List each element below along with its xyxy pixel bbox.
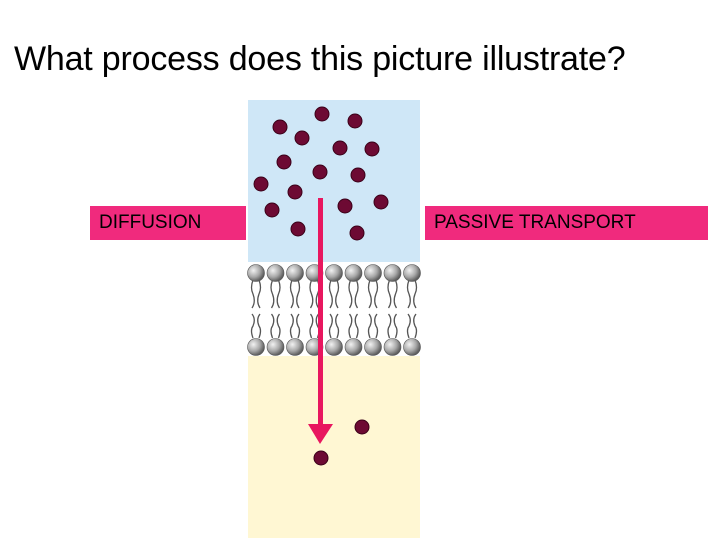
lipid-tail	[335, 313, 340, 339]
lipid-tail	[367, 313, 372, 339]
molecules	[253, 106, 389, 466]
phospholipid-head	[383, 338, 402, 356]
lipid-tail	[413, 279, 418, 309]
lipid-tail	[348, 313, 353, 339]
lipid-tail	[387, 279, 392, 309]
lipid-tail	[393, 313, 398, 339]
molecule-icon	[314, 106, 330, 122]
molecule-icon	[332, 140, 348, 156]
molecule-icon	[354, 419, 370, 435]
lipid-tail	[354, 313, 359, 339]
phospholipid-head	[266, 338, 285, 356]
lipid-tail	[250, 313, 255, 339]
inside-region	[248, 356, 420, 538]
lipid-tail	[328, 313, 333, 339]
molecule-icon	[287, 184, 303, 200]
molecule-icon	[276, 154, 292, 170]
molecule-icon	[347, 113, 363, 129]
phospholipid-head	[286, 338, 304, 356]
down-arrow-icon	[308, 198, 333, 444]
lipid-tail	[276, 279, 281, 309]
lipid-tail	[387, 313, 392, 339]
diffusion-label: DIFFUSION	[90, 206, 246, 240]
molecule-icon	[364, 141, 380, 157]
lipid-tail	[296, 313, 301, 339]
lipid-tail	[393, 279, 398, 309]
molecule-icon	[253, 176, 269, 192]
lipid-tail	[270, 313, 275, 339]
lipid-tail	[309, 313, 314, 339]
phospholipid-head	[325, 338, 343, 356]
molecule-icon	[290, 221, 306, 237]
question-title: What process does this picture illustrat…	[14, 40, 626, 78]
molecule-icon	[349, 225, 365, 241]
molecule-icon	[373, 194, 389, 210]
phospholipid-head	[344, 338, 363, 356]
lipid-tail	[257, 279, 262, 309]
lipid-tail	[367, 279, 372, 309]
molecule-icon	[350, 167, 366, 183]
phospholipid-head	[403, 264, 421, 282]
molecule-icon	[313, 450, 329, 466]
lipid-tail	[374, 279, 379, 309]
lipid-tail	[413, 313, 418, 339]
phospholipid-head	[344, 264, 363, 282]
phospholipid-head	[266, 264, 285, 282]
lipid-tail	[328, 279, 333, 309]
lipid-tail	[257, 313, 262, 339]
lipid-tail	[406, 313, 411, 339]
lipid-tail	[406, 279, 411, 309]
phospholipid-head	[247, 264, 265, 282]
molecule-icon	[272, 119, 288, 135]
phospholipid-head	[403, 338, 421, 356]
lipid-tail	[374, 313, 379, 339]
lipid-tail	[289, 279, 294, 309]
lipid-tail	[335, 279, 340, 309]
phospholipid-head	[247, 338, 265, 356]
lipid-tail	[289, 313, 294, 339]
phospholipid-head	[286, 264, 304, 282]
molecule-icon	[337, 198, 353, 214]
lipid-tail	[250, 279, 255, 309]
lipid-tail	[276, 313, 281, 339]
molecule-icon	[294, 130, 310, 146]
lipid-tail	[270, 279, 275, 309]
lipid-tail	[348, 279, 353, 309]
phospholipid-head	[325, 264, 343, 282]
lipid-tail	[309, 279, 314, 309]
phospholipid-head	[383, 264, 402, 282]
lipid-tail	[354, 279, 359, 309]
lipid-tail	[296, 279, 301, 309]
molecule-icon	[264, 202, 280, 218]
phospholipid-head	[364, 264, 382, 282]
molecule-icon	[312, 164, 328, 180]
passive-transport-label: PASSIVE TRANSPORT	[425, 206, 708, 240]
phospholipid-head	[364, 338, 382, 356]
